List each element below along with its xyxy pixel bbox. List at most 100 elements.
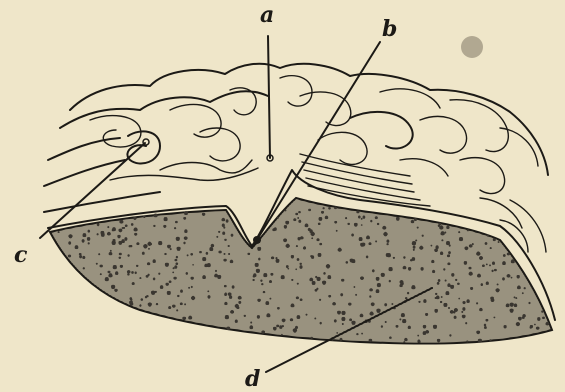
stipple-dot [100, 264, 103, 267]
stipple-dot [418, 301, 420, 303]
stipple-dot [121, 239, 125, 243]
stipple-dot [153, 260, 156, 263]
stipple-dot [143, 215, 146, 218]
stipple-dot [291, 279, 293, 281]
stipple-dot [283, 238, 287, 242]
stipple-dot [297, 217, 299, 219]
stipple-dot [437, 282, 440, 285]
stipple-dot [273, 327, 277, 331]
stipple-dot [107, 232, 111, 236]
stipple-dot [231, 234, 234, 237]
stipple-dot [361, 242, 365, 246]
stipple-dot [441, 239, 443, 241]
stipple-dot [515, 297, 517, 299]
stipple-dot [300, 298, 303, 301]
stipple-dot [147, 242, 151, 246]
stipple-dot [79, 253, 82, 256]
stipple-dot [403, 341, 405, 343]
stipple-dot [377, 283, 381, 287]
stipple-dot [285, 221, 289, 225]
stipple-dot [353, 286, 355, 288]
stipple-dot [286, 244, 290, 248]
stipple-dot [184, 236, 188, 240]
stipple-dot [405, 297, 407, 299]
stipple-dot [202, 257, 206, 261]
stipple-dot [334, 319, 337, 322]
stipple-dot [432, 270, 435, 273]
stipple-dot [284, 209, 286, 211]
stipple-dot [134, 228, 138, 232]
stipple-dot [404, 338, 407, 341]
stipple-dot [470, 287, 473, 290]
stipple-dot [334, 221, 337, 224]
stipple-dot [435, 246, 438, 249]
stipple-dot [444, 232, 446, 234]
stipple-dot [402, 319, 406, 323]
stipple-dot [524, 287, 526, 289]
stipple-dot [443, 303, 447, 307]
stipple-dot [362, 216, 365, 219]
stipple-dot [341, 279, 344, 282]
stipple-dot [448, 251, 451, 254]
stipple-dot [340, 293, 343, 296]
stipple-dot [361, 332, 363, 334]
stipple-dot [228, 292, 232, 296]
stipple-dot [434, 309, 438, 313]
stipple-dot [217, 275, 221, 279]
stipple-dot [286, 265, 289, 268]
stipple-dot [297, 315, 301, 319]
stipple-dot [382, 273, 385, 276]
stipple-dot [541, 310, 543, 312]
stipple-dot [383, 232, 387, 236]
stipple-dot [387, 253, 391, 257]
stipple-dot [349, 318, 352, 321]
stipple-dot [261, 283, 263, 285]
stipple-dot [420, 267, 423, 270]
stipple-dot [88, 242, 90, 244]
stipple-dot [312, 281, 316, 285]
stipple-dot [187, 254, 189, 256]
stipple-dot [123, 227, 125, 229]
stipple-dot [341, 317, 345, 321]
stipple-dot [139, 277, 141, 279]
stipple-dot [517, 286, 521, 290]
stipple-dot [435, 297, 437, 299]
stipple-dot [176, 237, 180, 241]
stipple-dot [439, 226, 443, 230]
stipple-dot [238, 301, 241, 304]
stipple-dot [184, 304, 186, 306]
stipple-dot [457, 282, 460, 285]
stipple-dot [369, 242, 372, 245]
stipple-dot [458, 298, 460, 300]
stipple-dot [192, 264, 194, 266]
stipple-dot [359, 237, 363, 241]
stipple-dot [446, 226, 449, 229]
stipple-dot [211, 244, 214, 247]
stipple-dot [119, 256, 121, 258]
stipple-dot [305, 314, 307, 316]
stipple-dot [482, 264, 485, 267]
stipple-dot [188, 316, 192, 320]
stipple-dot [438, 279, 441, 282]
stipple-dot [388, 267, 392, 271]
stipple-dot [146, 295, 148, 297]
stipple-dot [476, 302, 478, 304]
stipple-dot [459, 237, 463, 241]
stipple-dot [518, 317, 522, 321]
stipple-dot [465, 322, 467, 324]
stipple-dot [232, 286, 235, 289]
stipple-dot [260, 280, 262, 282]
stipple-dot [253, 273, 256, 276]
stipple-dot [522, 314, 525, 317]
stipple-dot [223, 258, 226, 261]
stipple-dot [465, 246, 469, 250]
stipple-dot [413, 249, 415, 251]
stipple-dot [96, 263, 98, 265]
stipple-dot [336, 332, 338, 334]
stipple-dot [303, 246, 306, 249]
stipple-dot [131, 223, 134, 226]
stipple-dot [163, 225, 166, 228]
stipple-dot [375, 216, 378, 219]
stipple-dot [153, 278, 156, 281]
stipple-dot [295, 213, 298, 216]
